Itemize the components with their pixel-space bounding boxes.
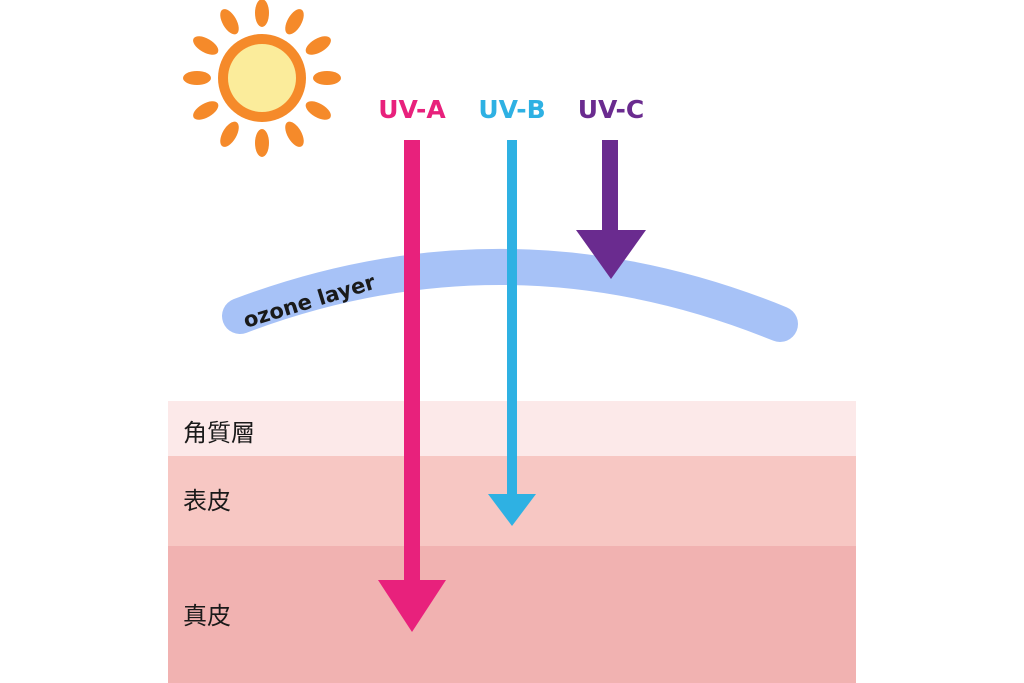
uvc-arrow-head bbox=[576, 230, 646, 279]
sun-rays bbox=[183, 0, 341, 157]
uva-arrow-shaft bbox=[404, 140, 420, 586]
sun-icon bbox=[183, 0, 341, 157]
sun-ray bbox=[193, 101, 219, 120]
sun-ray bbox=[305, 36, 331, 55]
sun-ray bbox=[183, 71, 211, 85]
uva-label: UV-A bbox=[378, 95, 446, 124]
sun-ray bbox=[220, 121, 239, 147]
uvc-arrow bbox=[576, 140, 646, 279]
uvc-arrow-shaft bbox=[602, 140, 618, 232]
uvb-arrow-shaft bbox=[507, 140, 517, 498]
skin-layer-label-epidermis: 表皮 bbox=[183, 487, 231, 515]
uvc-label: UV-C bbox=[578, 95, 645, 124]
sun-ray bbox=[255, 0, 269, 27]
sun-ray bbox=[220, 9, 239, 35]
uvb-arrow-head bbox=[488, 494, 536, 526]
sun-core bbox=[228, 44, 296, 112]
sun-ray bbox=[193, 36, 219, 55]
sun-ray bbox=[285, 121, 304, 147]
skin-layer-dermis bbox=[168, 546, 856, 683]
uvb-arrow bbox=[488, 140, 536, 526]
uvb-label: UV-B bbox=[478, 95, 545, 124]
sun-ray bbox=[313, 71, 341, 85]
uva-arrow bbox=[378, 140, 446, 632]
skin-layer-label-dermis: 真皮 bbox=[183, 602, 231, 630]
sun-ray bbox=[305, 101, 331, 120]
skin-layer-label-stratum-corneum: 角質層 bbox=[183, 419, 255, 447]
sun-ray bbox=[285, 9, 304, 35]
uva-arrow-head bbox=[378, 580, 446, 632]
sun-ray bbox=[255, 129, 269, 157]
